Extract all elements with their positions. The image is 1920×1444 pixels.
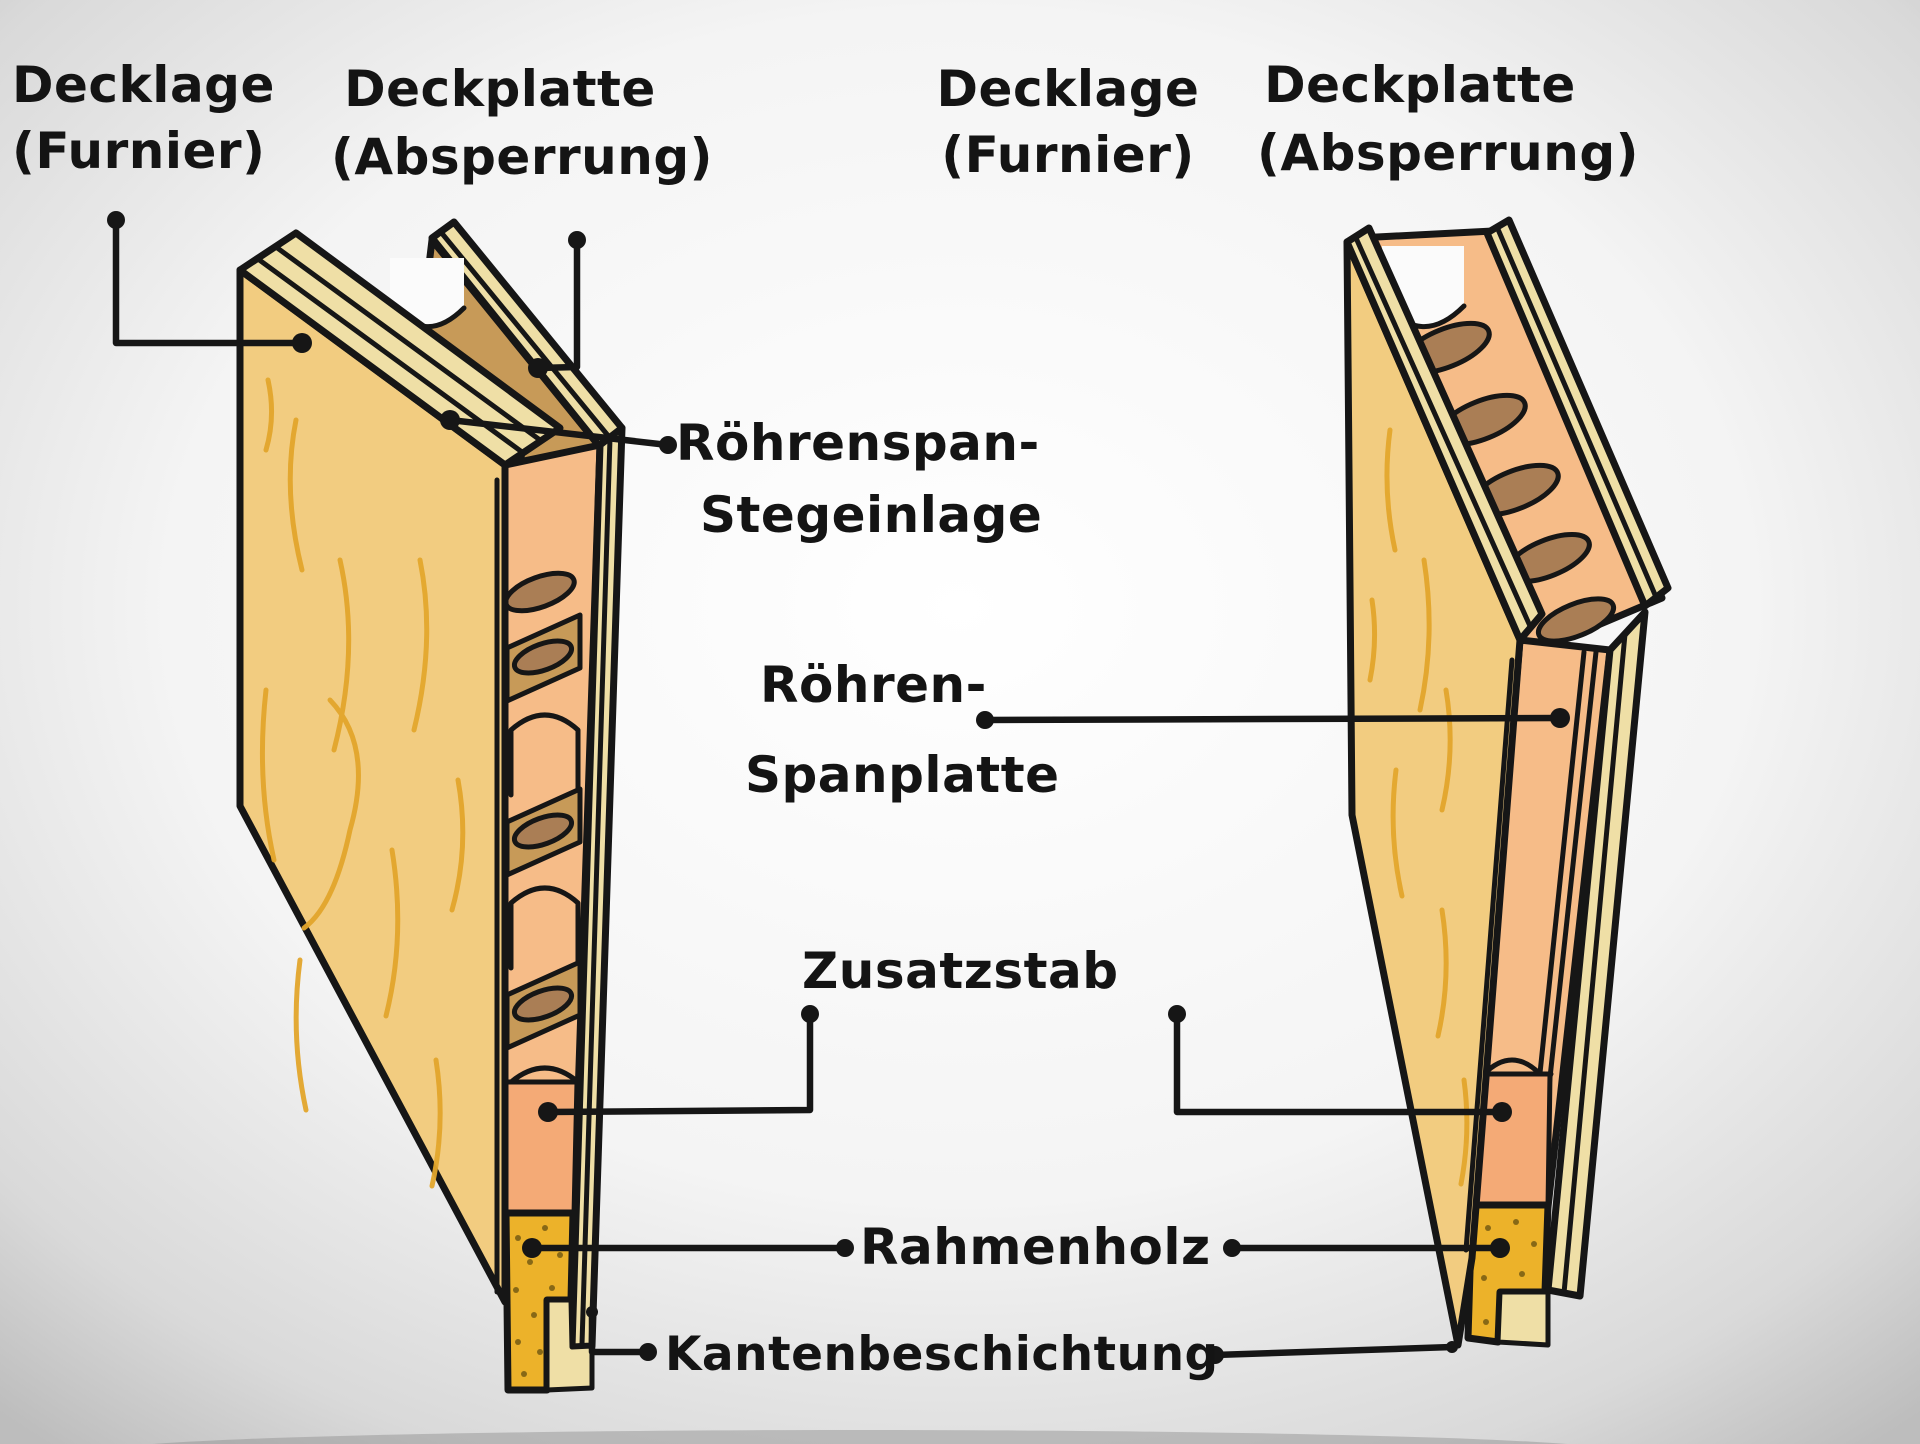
- leader-zusatzstab-right: [1168, 1005, 1512, 1122]
- label-deckplatte-right-line2: (Absperrung): [1257, 124, 1639, 182]
- leader-deckplatte-left: [528, 231, 586, 378]
- right-veneer-grain: [1367, 427, 1470, 1187]
- leader-kantenbeschichtung-left: [586, 1306, 657, 1361]
- right-edge-strip-stripe: [1561, 631, 1628, 1296]
- label-rahmenholz: Rahmenholz: [860, 1218, 1211, 1276]
- leader-roehrenspan-stegeinlage: [440, 410, 677, 454]
- label-roehrenspan-line2: Stegeinlage: [700, 486, 1042, 544]
- leader-lines: [107, 211, 1570, 1364]
- tube-hole: [511, 985, 575, 1023]
- right-deckplatte-band-stripe: [1494, 224, 1659, 600]
- label-decklage-left-line1: Decklage: [12, 56, 275, 114]
- right-edge-coating-bottom: [1495, 1287, 1551, 1348]
- label-decklage-left-line2: (Furnier): [12, 122, 265, 180]
- label-spanplatte-line2: Spanplatte: [745, 746, 1060, 804]
- label-decklage-right-line2: (Furnier): [941, 126, 1194, 184]
- left-edge-coating-bottom: [544, 1297, 595, 1393]
- labels: Decklage (Furnier) Deckplatte (Absperrun…: [12, 56, 1639, 1382]
- left-veneer-band-stripe: [273, 244, 543, 443]
- leader-rahmenholz-right: [1223, 1238, 1510, 1258]
- tube-cross-section: [508, 712, 581, 798]
- label-deckplatte-left-line2: (Absperrung): [331, 128, 713, 186]
- left-zusatzstab-top-arc: [508, 1065, 581, 1085]
- label-decklage-right-line1: Decklage: [937, 60, 1200, 118]
- leader-decklage-left: [107, 211, 312, 353]
- label-roehrenspan-line1: Röhrenspan-: [676, 414, 1040, 472]
- tube-cross-section: [508, 885, 581, 971]
- tube-hole: [1535, 596, 1617, 644]
- leader-rahmenholz-left: [522, 1238, 854, 1258]
- left-edge-strip-stripe: [579, 435, 613, 1347]
- right-veneer-band-stripe: [1353, 235, 1533, 629]
- bottom-shadow-smudge: [152, 1430, 1568, 1444]
- left-rahmenholz-speckles: [513, 1225, 563, 1377]
- leader-roehren-spanplatte: [976, 708, 1570, 729]
- right-veneer-edge-inner-line: [1463, 657, 1515, 1253]
- left-veneer-band-stripe: [255, 256, 525, 455]
- left-deckplatte-band-stripe: [437, 228, 613, 441]
- label-spanplatte-line1: Röhren-: [760, 656, 987, 714]
- left-zusatzstab: [503, 1079, 580, 1218]
- leader-zusatzstab-left: [538, 1005, 819, 1122]
- label-zusatzstab: Zusatzstab: [802, 942, 1119, 1000]
- left-veneer-grain: [259, 377, 466, 1189]
- left-core-scallop-cut: [390, 258, 464, 327]
- label-deckplatte-right-line1: Deckplatte: [1264, 56, 1576, 114]
- left-core-column-pattern: [503, 570, 583, 1051]
- tube-hole: [511, 638, 575, 676]
- tube-hole: [511, 812, 575, 850]
- label-deckplatte-left-line1: Deckplatte: [344, 60, 656, 118]
- leader-kantenbeschichtung-right: [1206, 1341, 1458, 1364]
- label-kantenbeschichtung: Kantenbeschichtung: [665, 1327, 1219, 1382]
- left-door: [236, 218, 626, 1394]
